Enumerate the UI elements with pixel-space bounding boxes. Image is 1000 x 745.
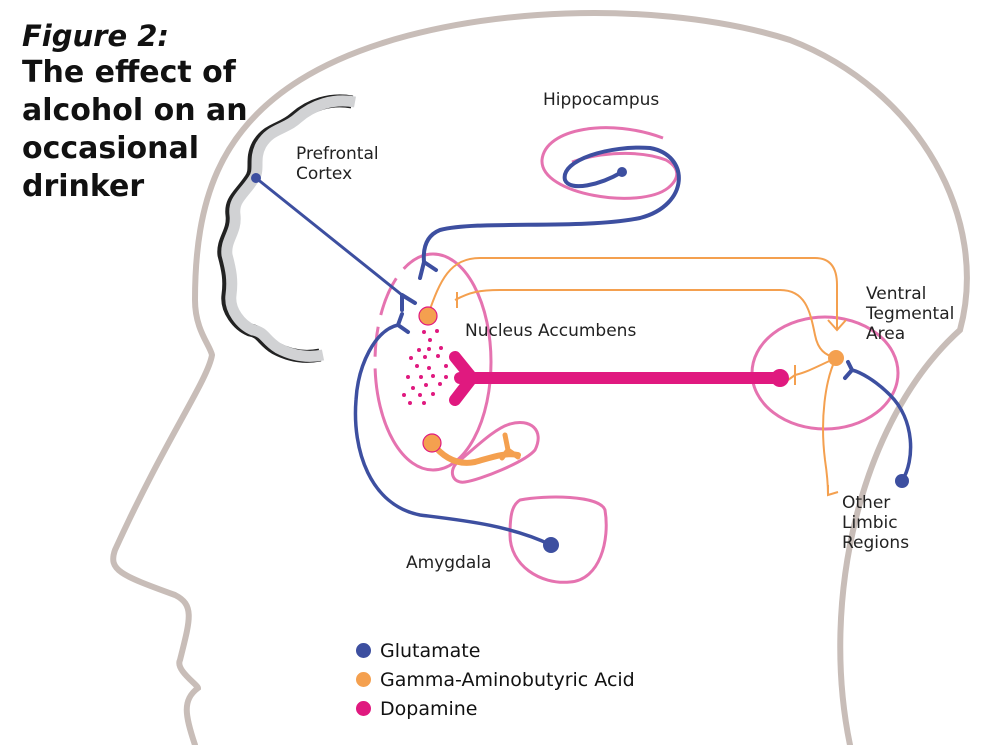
glutamate-neuron-limbic [895,474,909,488]
legend: Glutamate Gamma-Aminobutyric Acid Dopami… [356,636,635,723]
legend-label: Dopamine [380,697,478,720]
figure-label: Figure 2: [22,19,169,53]
label-hippocampus: Hippocampus [543,90,660,110]
gaba-neuron-vta [828,350,844,366]
legend-label: Glutamate [380,639,481,662]
dopamine-dot-icon [356,701,371,716]
legend-item-dopamine: Dopamine [356,694,635,723]
nucleus-accumbens-outline [373,252,493,472]
dopamine-pathway [449,351,786,406]
glutamate-pathways [254,145,913,547]
legend-item-glutamate: Glutamate [356,636,635,665]
head-outline [110,10,970,745]
amygdala-outline [508,495,608,584]
hippocampus-outline [540,126,679,200]
legend-label: Gamma-Aminobutyric Acid [380,668,635,691]
label-nucleus-accumbens: Nucleus Accumbens [465,321,637,341]
gaba-dot-icon [356,672,371,687]
gaba-neuron-na-lower [422,433,442,453]
dopamine-release-dots [402,329,448,405]
legend-item-gaba: Gamma-Aminobutyric Acid [356,665,635,694]
label-prefrontal-cortex: Prefrontal Cortex [296,144,379,184]
figure-title: The effect of alcohol on an occasional d… [22,55,248,204]
glutamate-neuron-amygdala [543,537,559,553]
glutamate-neuron-pfc [251,173,261,183]
label-other-limbic-regions: Other Limbic Regions [842,493,910,553]
glutamate-neuron-hippocampus [617,167,627,177]
label-ventral-tegmental-area: Ventral Tegmental Area [866,284,955,344]
gaba-neuron-na-upper [418,306,438,326]
label-amygdala: Amygdala [406,553,492,573]
figure-heading: Figure 2: The effect of alcohol on an oc… [22,18,252,206]
dopamine-neuron-vta [771,369,789,387]
glutamate-dot-icon [356,643,371,658]
na-lower-lobe [450,421,540,484]
